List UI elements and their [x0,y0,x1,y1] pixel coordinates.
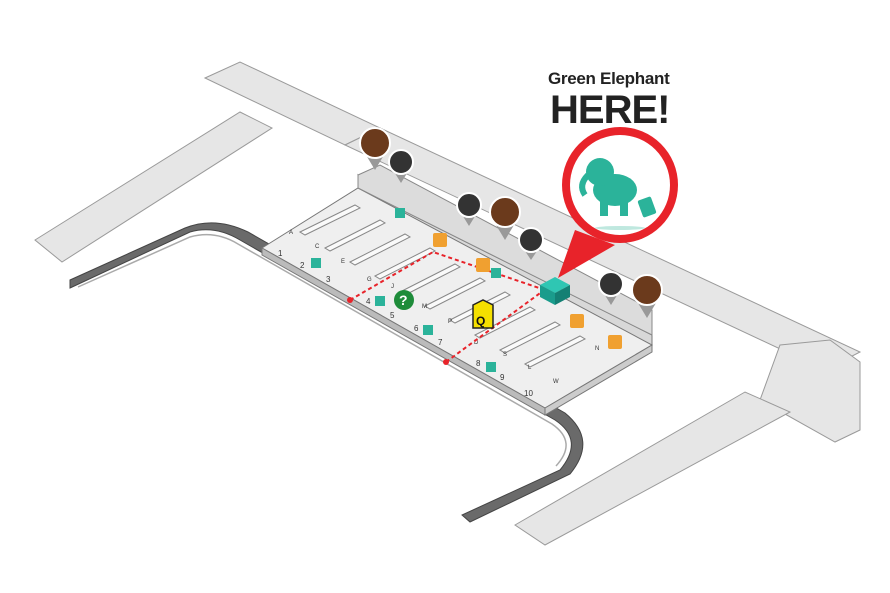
green-elephant-store [540,277,570,305]
counter-letter: W [553,379,559,385]
headline-line2: HERE! [550,88,670,132]
gate-number: 7 [438,338,443,347]
gate-number: 3 [326,275,331,284]
counter-letter: C [315,244,320,250]
immigration-icon [359,127,391,170]
immigration-icon [631,274,663,318]
queue-icon: Q [472,299,494,329]
gate-number: 9 [500,373,505,382]
info-icon: ? [394,290,414,310]
queue-marker-label: Q [476,314,485,328]
gate-number: 10 [524,389,533,398]
counter-letter: S [503,352,507,358]
check-in-counters [298,204,587,368]
route-point [443,359,449,365]
counter-letter: E [341,259,345,265]
gate-number: 6 [414,324,419,333]
restroom-icon [456,192,482,226]
counter-letter: J [391,284,394,290]
gate-number: 2 [300,261,305,270]
info-marker-label: ? [399,292,408,308]
immigration-icon [489,196,521,240]
gate-number: 4 [366,297,371,306]
route-point [347,297,353,303]
gate-numbers: 1 2 3 4 5 6 7 8 9 10 [278,249,533,398]
road-bottom-arm [514,391,792,546]
restroom-icon [518,227,544,260]
counter-letters: A C E G J M P D S L W N [289,230,599,385]
elephant-location-pin [558,127,678,278]
curb-lane-line [77,233,567,467]
baggage-icon [311,208,501,372]
walking-route [349,250,546,363]
elephant-logo-icon [579,158,657,230]
counter-letter: A [289,230,293,236]
counter-letter: M [422,304,427,310]
counter-letter: N [595,346,599,352]
counter-letter: L [528,365,532,371]
road-right-cross [759,339,861,443]
road-left-arm [34,111,274,263]
gate-number: 8 [476,359,481,368]
map-pins [359,127,663,318]
gate-number: 5 [390,311,395,320]
escalator-icon [433,233,622,349]
headline-line1: Green Elephant [548,69,670,88]
gate-number: 1 [278,249,283,258]
restroom-icon [598,271,624,305]
counter-letter: P [448,319,452,325]
counter-letter: G [367,277,372,283]
counter-letter: D [474,340,479,346]
restroom-icon [388,149,414,183]
